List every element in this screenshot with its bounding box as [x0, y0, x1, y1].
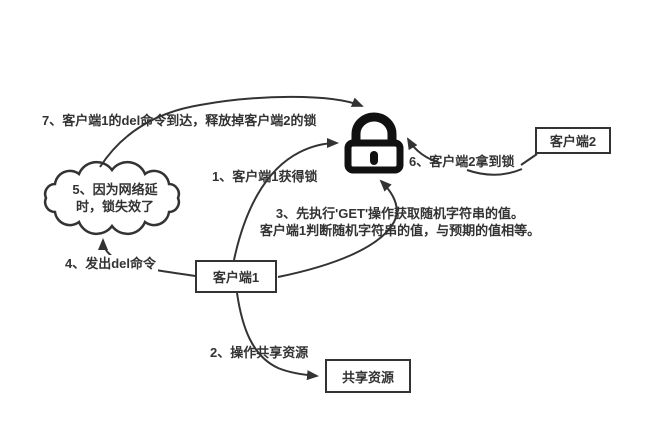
cloud-text: 5、因为网络延 时，锁失效了	[42, 181, 188, 215]
padlock-icon	[344, 112, 404, 174]
step3-label-line1: 3、先执行'GET'操作获取随机字符串的值。	[275, 206, 525, 221]
step3-label-line2: 客户端1判断随机字符串的值，与预期的值相等。	[259, 223, 541, 238]
cloud-text-line2: 时，锁失效了	[75, 199, 154, 214]
arrow-step1	[233, 138, 339, 261]
padlock-shackle	[351, 112, 397, 144]
client2-node: 客户端2	[535, 127, 611, 154]
arrow-step7	[99, 95, 364, 168]
client1-node-label: 客户端1	[212, 270, 260, 285]
step3-label: 3、先执行'GET'操作获取随机字符串的值。 客户端1判断随机字符串的值，与预期…	[244, 205, 556, 239]
step6-label: 6、客户端2拿到锁	[409, 154, 515, 169]
arrow-step6-underline	[466, 168, 523, 176]
client1-node: 客户端1	[195, 260, 277, 293]
cloud-shape	[43, 160, 181, 236]
step1-label: 1、客户端1获得锁	[212, 169, 318, 184]
step4-label: 4、发出del命令	[63, 255, 159, 272]
client2-node-label: 客户端2	[549, 134, 597, 149]
arrow-step2	[236, 292, 319, 381]
cloud-text-line1: 5、因为网络延	[72, 182, 158, 197]
arrow-step6-head	[406, 137, 439, 163]
step2-label: 2、操作共享资源	[210, 345, 309, 360]
shared-resource-node: 共享资源	[325, 359, 411, 393]
arrow-step3	[277, 179, 398, 278]
arrow-step6-tail	[520, 153, 538, 166]
shared-resource-node-label: 共享资源	[341, 369, 394, 385]
step7-label: 7、客户端1的del命令到达，释放掉客户端2的锁	[42, 113, 317, 128]
padlock-keyhole	[370, 151, 378, 165]
